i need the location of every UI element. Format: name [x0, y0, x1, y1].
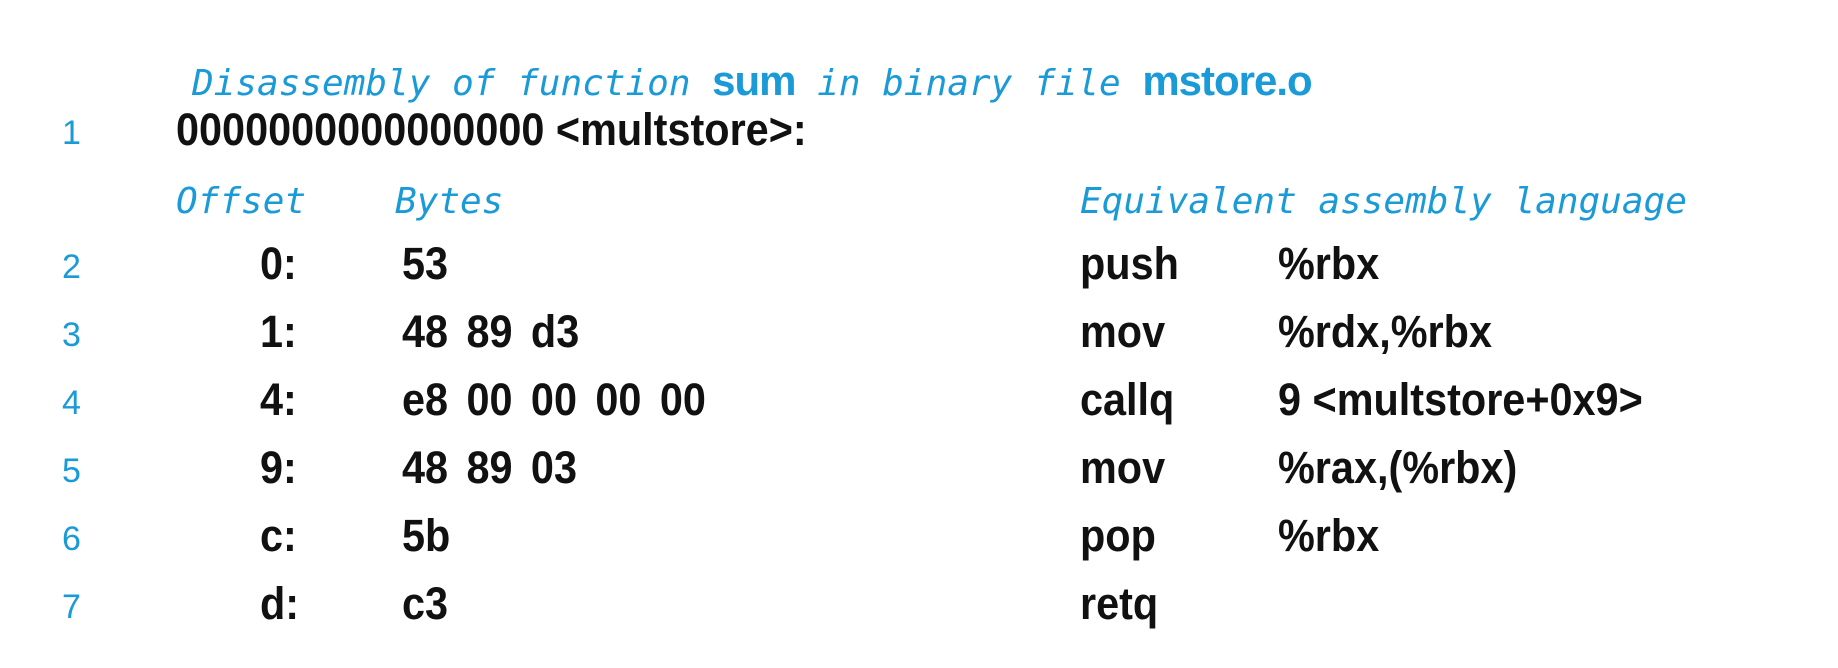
offset-cell: d: — [260, 578, 300, 629]
mnemonic-cell: callq — [1080, 374, 1175, 425]
line-number: 5 — [62, 452, 81, 490]
mnemonic-cell: mov — [1080, 442, 1166, 493]
byte-value: 48 — [402, 306, 449, 357]
byte-value: 00 — [595, 374, 642, 425]
offset-cell: 0: — [260, 238, 297, 289]
mnemonic-cell: mov — [1080, 306, 1166, 357]
function-label: 0000000000000000 <multstore>: — [176, 104, 807, 155]
mnemonic-cell: retq — [1080, 578, 1159, 629]
bytes-cell: 48 89 03 — [402, 444, 577, 492]
bytes-cell: 48 89 d3 — [402, 308, 579, 356]
offset-cell: 9: — [260, 442, 297, 493]
mnemonic-cell: pop — [1080, 510, 1156, 561]
line-number: 7 — [62, 588, 81, 626]
header-prefix: Disassembly of function — [192, 63, 713, 104]
byte-value: 89 — [466, 442, 513, 493]
disassembly-header: Disassembly of function sum in binary fi… — [176, 43, 1313, 122]
line-number: 2 — [62, 248, 81, 286]
column-header-assembly: Equivalent assembly language — [1080, 181, 1687, 222]
bytes-cell: e8 00 00 00 00 — [402, 376, 706, 424]
byte-value: 53 — [402, 238, 449, 289]
line-number: 1 — [62, 114, 81, 152]
mnemonic-cell: push — [1080, 238, 1179, 289]
bytes-cell: 53 — [402, 240, 448, 288]
column-header-bytes: Bytes — [395, 181, 504, 222]
offset-cell: 1: — [260, 306, 297, 357]
bytes-cell: 5b — [402, 512, 450, 560]
operands-cell: %rax,(%rbx) — [1278, 442, 1518, 493]
byte-value: 89 — [466, 306, 513, 357]
byte-value: 5b — [402, 510, 451, 561]
operands-cell: 9 <multstore+0x9> — [1278, 374, 1643, 425]
file-name: mstore.o — [1142, 57, 1312, 104]
byte-value: 00 — [659, 374, 706, 425]
bytes-cell: c3 — [402, 580, 448, 628]
offset-cell: c: — [260, 510, 297, 561]
byte-value: 00 — [466, 374, 513, 425]
column-header-offset: Offset — [176, 181, 307, 222]
function-name: sum — [712, 57, 796, 104]
line-number: 3 — [62, 316, 81, 354]
offset-cell: 4: — [260, 374, 297, 425]
header-middle: in binary file — [795, 63, 1143, 104]
byte-value: 48 — [402, 442, 449, 493]
line-number: 4 — [62, 384, 81, 422]
byte-value: 00 — [530, 374, 577, 425]
byte-value: 03 — [530, 442, 577, 493]
byte-value: c3 — [402, 578, 449, 629]
byte-value: d3 — [530, 306, 580, 357]
byte-value: e8 — [402, 374, 449, 425]
operands-cell: %rbx — [1278, 238, 1380, 289]
operands-cell: %rdx,%rbx — [1278, 306, 1492, 357]
operands-cell: %rbx — [1278, 510, 1380, 561]
line-number: 6 — [62, 520, 81, 558]
